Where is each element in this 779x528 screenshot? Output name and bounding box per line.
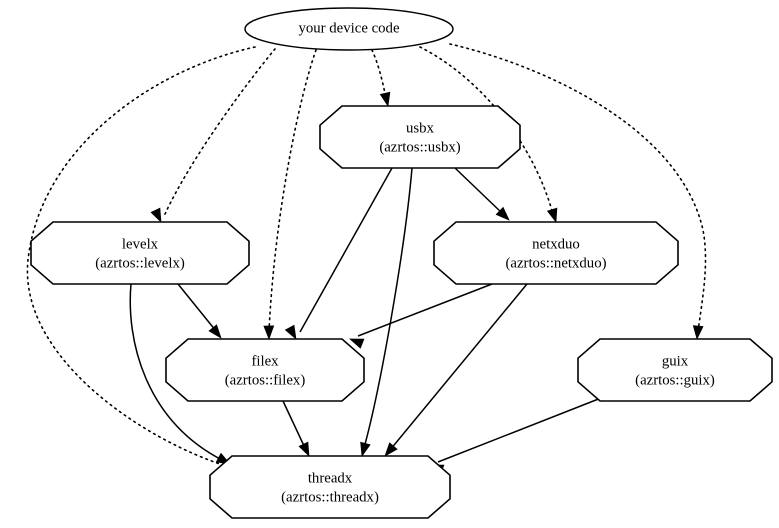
- node-threadx[interactable]: threadx(azrtos::threadx): [209, 455, 451, 519]
- edge-line-netxduo-filex: [357, 283, 493, 337]
- edge-line-filex-threadx: [282, 400, 306, 449]
- arrowhead-device-levelx: [150, 207, 162, 223]
- arrowhead-usbx-threadx: [360, 441, 371, 457]
- edge-line-netxduo-threadx: [389, 283, 528, 451]
- edge-line-device-guix: [449, 43, 707, 332]
- node-label-device: your device code: [298, 20, 399, 36]
- node-shape-usbx[interactable]: [319, 105, 521, 169]
- arrowhead-usbx-netxduo: [495, 206, 510, 221]
- arrowhead-device-filex: [263, 325, 275, 340]
- arrowhead-netxduo-filex: [349, 338, 365, 349]
- node-qualified-label-levelx: (azrtos::levelx): [95, 255, 185, 271]
- edge-netxduo-threadx: [384, 283, 528, 457]
- edge-device-usbx: [371, 49, 391, 107]
- node-levelx[interactable]: levelx(azrtos::levelx): [30, 221, 250, 285]
- nodes-layer: your device codeusbx(azrtos::usbx)levelx…: [30, 7, 773, 519]
- node-label-netxduo: netxduo: [532, 236, 580, 252]
- node-shape-netxduo[interactable]: [433, 221, 679, 285]
- arrowhead-device-netxduo: [546, 207, 558, 223]
- edge-device-filex: [263, 49, 317, 340]
- node-label-guix: guix: [662, 353, 689, 369]
- node-device[interactable]: your device code: [244, 7, 454, 51]
- arrowhead-device-guix: [692, 325, 704, 340]
- node-shape-threadx[interactable]: [209, 455, 451, 519]
- node-label-usbx: usbx: [406, 120, 435, 136]
- arrowhead-usbx-filex: [284, 324, 297, 340]
- node-label-levelx: levelx: [122, 236, 159, 252]
- edge-line-device-levelx: [164, 48, 276, 215]
- node-shape-device[interactable]: [244, 7, 454, 51]
- node-guix[interactable]: guix(azrtos::guix): [577, 338, 773, 402]
- edge-line-usbx-filex: [299, 167, 393, 333]
- node-qualified-label-guix: (azrtos::guix): [635, 372, 715, 388]
- edge-line-levelx-filex: [177, 283, 217, 332]
- node-shape-filex[interactable]: [165, 338, 365, 402]
- arrowhead-levelx-filex: [208, 324, 222, 339]
- edge-device-levelx: [150, 48, 276, 223]
- node-qualified-label-filex: (azrtos::filex): [225, 372, 306, 388]
- arrowhead-filex-threadx: [298, 441, 310, 457]
- edge-line-usbx-threadx: [363, 167, 413, 449]
- edge-netxduo-filex: [349, 283, 493, 349]
- node-label-threadx: threadx: [308, 470, 353, 486]
- edge-usbx-filex: [284, 167, 393, 340]
- node-qualified-label-usbx: (azrtos::usbx): [379, 139, 460, 155]
- edge-line-device-filex: [268, 49, 317, 332]
- arrowhead-netxduo-threadx: [384, 442, 398, 457]
- node-label-filex: filex: [251, 353, 279, 369]
- edge-levelx-filex: [177, 283, 222, 339]
- node-usbx[interactable]: usbx(azrtos::usbx): [319, 105, 521, 169]
- edge-usbx-threadx: [360, 167, 413, 457]
- node-qualified-label-threadx: (azrtos::threadx): [281, 489, 379, 505]
- node-netxduo[interactable]: netxduo(azrtos::netxduo): [433, 221, 679, 285]
- edge-line-device-threadx: [26, 46, 256, 469]
- edge-line-usbx-netxduo: [454, 167, 504, 215]
- edge-line-device-usbx: [371, 49, 387, 99]
- edge-line-levelx-threadx: [129, 283, 223, 461]
- arrowhead-device-usbx: [379, 91, 391, 107]
- node-shape-guix[interactable]: [577, 338, 773, 402]
- edge-device-guix: [449, 43, 707, 340]
- edge-filex-threadx: [282, 400, 310, 457]
- edge-line-guix-threadx: [437, 397, 602, 463]
- node-shape-levelx[interactable]: [30, 221, 250, 285]
- node-filex[interactable]: filex(azrtos::filex): [165, 338, 365, 402]
- edge-usbx-netxduo: [454, 167, 510, 221]
- node-qualified-label-netxduo: (azrtos::netxduo): [505, 255, 606, 271]
